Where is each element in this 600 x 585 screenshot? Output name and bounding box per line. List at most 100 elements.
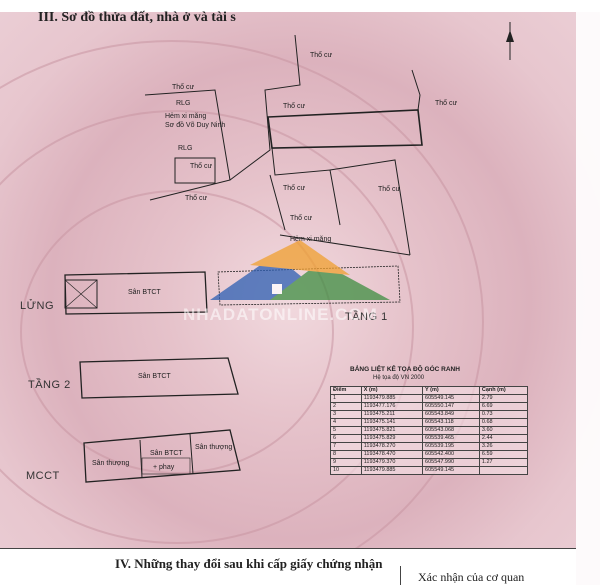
level-tang2: TẦNG 2 — [28, 379, 71, 391]
coord-cell: 605549.145 — [422, 394, 480, 403]
plot-main-outline — [267, 109, 423, 149]
label-tho-cu-6: Thổ cư — [185, 195, 208, 202]
watermark-logo — [210, 240, 390, 300]
coord-cell: 1193475.141 — [360, 418, 424, 427]
label-san-thuong-2: Sân thượng — [195, 444, 233, 451]
coord-cell — [478, 466, 529, 475]
coord-cell: 1193478.270 — [360, 442, 424, 451]
label-san-btct-mcct: Sân BTCT — [150, 450, 183, 457]
coord-cell: 1193479.885 — [360, 394, 424, 403]
coord-cell: 3.60 — [478, 426, 529, 435]
floor-mcct-outline — [83, 429, 241, 483]
coord-header-cell: Điểm — [330, 386, 362, 395]
label-tho-cu-9: Thổ cư — [290, 215, 313, 222]
label-san-btct-tang2: Sân BTCT — [138, 373, 171, 380]
label-hem-1: Hẻm xi măng — [165, 113, 207, 120]
label-hem-2: Hẻm xi măng — [290, 236, 332, 243]
stair-lung — [64, 279, 98, 309]
coord-cell: 9 — [330, 458, 362, 467]
coord-cell: 6 — [330, 434, 362, 443]
label-tho-cu-4: Thổ cư — [435, 100, 458, 107]
label-rlg-1: RLG — [176, 100, 191, 107]
coord-cell: 1193479.885 — [360, 466, 424, 475]
coord-header-cell: Y (m) — [422, 386, 480, 395]
label-tho-cu-5: Thổ cư — [190, 163, 213, 170]
coord-cell: 3.26 — [478, 442, 529, 451]
floor-lung-outline — [64, 271, 208, 315]
coord-cell: 605539.465 — [422, 434, 480, 443]
section-4-area — [0, 548, 576, 585]
top-margin — [0, 0, 600, 12]
coord-cell: 1193475.821 — [360, 426, 424, 435]
label-san-btct-lung: Sân BTCT — [128, 289, 161, 296]
parcel-boundary-right — [411, 69, 421, 111]
coord-cell: 605543.849 — [422, 410, 480, 419]
coord-cell: 1193475.211 — [360, 410, 424, 419]
coord-cell: 605542.400 — [422, 450, 480, 459]
coord-cell: 6.69 — [478, 402, 529, 411]
parcel-boundary-b — [269, 174, 286, 231]
coord-cell: 0.73 — [478, 410, 529, 419]
coord-header-cell: Cạnh (m) — [478, 386, 529, 395]
coord-cell: 5 — [330, 426, 362, 435]
level-lung: LỬNG — [20, 300, 55, 312]
coord-cell: 2 — [330, 402, 362, 411]
level-mcct: MCCT — [26, 470, 60, 482]
coord-table-title: BẢNG LIỆT KÊ TỌA ĐỘ GÓC RANH — [350, 366, 460, 373]
label-tho-cu-1: Thổ cư — [310, 52, 333, 59]
coord-cell: 1 — [330, 394, 362, 403]
label-plus-phay: + phay — [153, 464, 175, 471]
coord-cell: 2.44 — [478, 434, 529, 443]
coord-cell: 605543.068 — [422, 426, 480, 435]
coord-cell: 3 — [330, 410, 362, 419]
label-hem-owner: Sơ đồ Võ Duy Ninh — [165, 122, 226, 129]
coord-cell: 1193478.470 — [360, 450, 424, 459]
coord-cell: 1.27 — [478, 458, 529, 467]
watermark-text: NHADATONLINE.COM — [183, 305, 378, 324]
level-tang1: TẦNG 1 — [345, 311, 388, 323]
parcel-boundary-lower — [329, 159, 411, 256]
section-3-heading: III. Sơ đồ thửa đất, nhà ở và tài s — [38, 10, 236, 25]
parcel-boundary-mid — [271, 147, 341, 226]
coord-cell: 1193475.829 — [360, 434, 424, 443]
coord-cell: 6.59 — [478, 450, 529, 459]
drum-pattern-inner — [20, 190, 334, 474]
label-tho-cu-7: Thổ cư — [283, 185, 306, 192]
coord-cell: 8 — [330, 450, 362, 459]
coord-cell: 1193477.176 — [360, 402, 424, 411]
alley-boundary — [279, 234, 411, 256]
floor-tang2-outline — [79, 357, 239, 399]
small-parcel — [174, 157, 216, 184]
coord-cell: 605539.195 — [422, 442, 480, 451]
right-margin — [576, 0, 600, 585]
parcel-boundary-left — [144, 89, 231, 201]
coord-cell: 10 — [330, 466, 362, 475]
coord-cell: 4 — [330, 418, 362, 427]
section-4-heading: IV. Những thay đổi sau khi cấp giấy chứn… — [115, 556, 383, 571]
coord-cell: 0.68 — [478, 418, 529, 427]
stair-mcct — [141, 457, 191, 475]
coord-cell: 605543.118 — [422, 418, 480, 427]
coord-table-subtitle: Hệ tọa độ VN 2000 — [373, 375, 425, 381]
coord-cell: 605549.145 — [422, 466, 480, 475]
label-tho-cu-8: Thổ cư — [378, 186, 401, 193]
coord-cell: 605550.147 — [422, 402, 480, 411]
coord-cell: 605547.990 — [422, 458, 480, 467]
label-rlg-2: RLG — [178, 145, 193, 152]
label-tho-cu-3: Thổ cư — [283, 103, 306, 110]
parcel-boundary-top — [229, 34, 301, 181]
coord-header-cell: X (m) — [360, 386, 424, 395]
coord-cell: 1193479.370 — [360, 458, 424, 467]
